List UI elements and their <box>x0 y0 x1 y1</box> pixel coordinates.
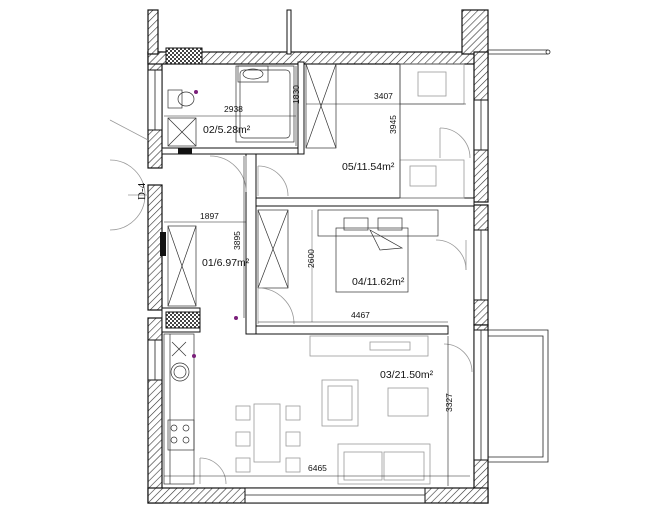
dim-2600: 2600 <box>306 249 316 268</box>
dim-6465: 6465 <box>308 463 327 473</box>
bedroom-04-furniture <box>257 209 467 325</box>
wall-left-middle <box>147 184 163 311</box>
balcony <box>488 49 551 463</box>
room-label-01: 01/6.97m² <box>202 257 250 269</box>
room-label-04: 04/11.62m² <box>352 276 405 288</box>
living-room-furniture <box>163 311 473 485</box>
wall-column-middle <box>286 9 292 55</box>
bathroom-fixtures <box>165 47 295 154</box>
outlet-icon <box>194 90 198 94</box>
outlet-icon <box>192 354 196 358</box>
section-marker-label: D-4 <box>136 182 148 200</box>
dim-3407: 3407 <box>374 91 393 101</box>
hallway-fixtures <box>160 155 247 307</box>
wall-column-right <box>461 9 489 55</box>
dim-1830: 1830 <box>291 85 301 104</box>
windows-right <box>473 99 489 461</box>
dim-1897: 1897 <box>200 211 219 221</box>
bedroom-05-furniture <box>305 63 471 199</box>
vent-shaft-lower <box>165 311 201 329</box>
dim-3895: 3895 <box>232 231 242 250</box>
wall-column-left <box>147 9 159 55</box>
dim-4467: 4467 <box>351 310 370 320</box>
room-label-03: 03/21.50m² <box>380 369 434 381</box>
dim-3945: 3945 <box>388 115 398 134</box>
room-label-05: 05/11.54m² <box>342 161 395 173</box>
dim-3327: 3327 <box>444 393 454 412</box>
room-label-02: 02/5.28m² <box>203 124 251 136</box>
windows-bottom <box>244 487 426 504</box>
windows-left <box>147 69 163 381</box>
exterior-walls <box>147 9 489 504</box>
vent-shaft-upper <box>165 47 203 65</box>
dim-2938: 2938 <box>224 104 243 114</box>
section-marker: D-4 <box>109 119 149 231</box>
outlet-icon <box>234 316 238 320</box>
